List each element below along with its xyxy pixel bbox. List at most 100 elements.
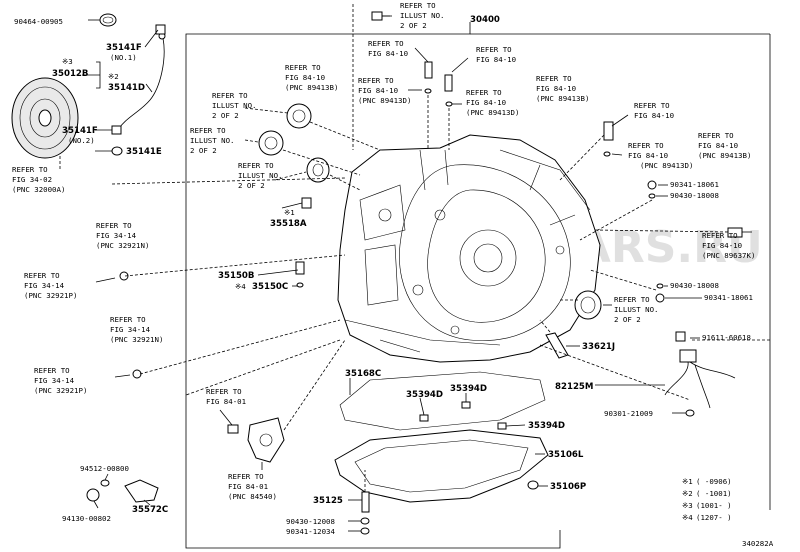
svg-text:(PNC 32921P): (PNC 32921P)	[34, 386, 87, 395]
svg-text:(PNC 32000A): (PNC 32000A)	[12, 185, 65, 194]
svg-text:REFER TO: REFER TO	[34, 366, 70, 375]
pn-35106P: 35106P	[550, 482, 586, 492]
part-number-labels: 90464-00905 35141F (NO.1) ※3 35012B ※2 3…	[14, 17, 753, 536]
svg-text:REFER TO: REFER TO	[628, 141, 664, 150]
oil-pan-35106L	[334, 429, 549, 503]
pn-90341-18061-a: 90341-18061	[670, 180, 719, 189]
hose-clamp-90464	[99, 13, 117, 27]
svg-text:REFER TO: REFER TO	[368, 39, 404, 48]
svg-text:2 OF 2: 2 OF 2	[238, 181, 265, 190]
svg-text:(PNC 89413D): (PNC 89413D)	[358, 96, 411, 105]
svg-text:REFER TO: REFER TO	[285, 63, 321, 72]
svg-text:REFER TO: REFER TO	[110, 315, 146, 324]
svg-text:FIG 84-10: FIG 84-10	[634, 111, 674, 120]
svg-text:ILLUST NO.: ILLUST NO.	[614, 305, 659, 314]
pn-90301-21009: 90301-21009	[604, 409, 653, 418]
drain-plug-35106P	[527, 480, 539, 490]
svg-text:(PNC 89413B): (PNC 89413B)	[285, 83, 338, 92]
ref-fig84-01-a: REFER TO FIG 84-01	[206, 387, 246, 406]
pin-35150B	[295, 261, 305, 288]
svg-text:REFER TO: REFER TO	[12, 165, 48, 174]
wire-harness-82125M	[664, 331, 736, 417]
ref-illust-c: REFER TO ILLUST NO. 2 OF 2	[238, 161, 283, 190]
note-1-range: ( -0906)	[696, 477, 732, 486]
svg-text:FIG 84-10: FIG 84-10	[628, 151, 668, 160]
pn-35106L: 35106L	[548, 450, 584, 460]
speed-sensor	[727, 227, 752, 238]
svg-text:REFER TO: REFER TO	[400, 1, 436, 10]
svg-text:FIG 84-10: FIG 84-10	[698, 141, 738, 150]
svg-text:REFER TO: REFER TO	[634, 101, 670, 110]
ref-fig34-14-d: REFER TO FIG 34-14 (PNC 32921P)	[34, 366, 87, 395]
svg-text:(PNC 89413B): (PNC 89413B)	[536, 94, 589, 103]
svg-text:(PNC 89413D): (PNC 89413D)	[640, 161, 693, 170]
svg-text:REFER TO: REFER TO	[206, 387, 242, 396]
note-1-mark: ※1	[682, 477, 693, 486]
ref-right-fig84-10-d: REFER TO FIG 84-10 (PNC 89413D)	[628, 141, 693, 170]
pn-94130-00802: 94130-00802	[62, 514, 111, 523]
svg-text:FIG 34-14: FIG 34-14	[96, 231, 137, 240]
pn-35394D-c: 35394D	[528, 421, 565, 431]
svg-text:REFER TO: REFER TO	[228, 472, 264, 481]
pn-82125M: 82125M	[555, 382, 593, 392]
ref-illust-d: REFER TO ILLUST NO. 2 OF 2	[614, 295, 659, 324]
note-4-mark: ※4	[682, 513, 693, 522]
magnets-35394D	[419, 401, 507, 430]
reference-labels: REFER TO ILLUST NO. 2 OF 2 REFER TO FIG …	[12, 1, 755, 501]
torque-converter	[11, 77, 79, 159]
control-shaft-35572C	[124, 479, 159, 503]
note-mark-3: ※3	[62, 57, 73, 66]
transaxle-housing	[337, 134, 601, 363]
union-fitting-upper	[95, 271, 129, 283]
ref-fig84-01-b: REFER TO FIG 84-01 (PNC 84540)	[228, 472, 277, 501]
gasket-35141E	[111, 146, 123, 156]
pn-90341-12034: 90341-12034	[286, 527, 335, 536]
svg-text:(PNC 32921P): (PNC 32921P)	[24, 291, 77, 300]
svg-text:FIG 84-10: FIG 84-10	[368, 49, 408, 58]
sensor-a	[424, 61, 433, 94]
svg-text:REFER TO: REFER TO	[238, 161, 274, 170]
note-3-mark: ※3	[682, 501, 693, 510]
ref-right-fig84-10-b: REFER TO FIG 84-10 (PNC 89413B)	[698, 131, 751, 160]
note-2-mark: ※2	[682, 489, 693, 498]
ref-fig84-10-f: REFER TO FIG 84-10 (PNC 89413D)	[466, 88, 519, 117]
pn-90430-12008: 90430-12008	[286, 517, 335, 526]
svg-text:FIG 84-10: FIG 84-10	[536, 84, 576, 93]
pn-35394D-a: 35394D	[406, 390, 443, 400]
svg-text:ILLUST NO.: ILLUST NO.	[190, 136, 235, 145]
pn-35012B: 35012B	[52, 69, 88, 79]
oil-seal-b	[258, 130, 284, 156]
ref-top-illust: REFER TO ILLUST NO. 2 OF 2	[400, 1, 445, 30]
sensor-b	[444, 74, 453, 107]
ref-right-fig84-10-k: REFER TO FIG 84-10 (PNC 89637K)	[702, 231, 755, 260]
ref-illust-b: REFER TO ILLUST NO. 2 OF 2	[190, 126, 235, 155]
svg-text:REFER TO: REFER TO	[614, 295, 650, 304]
svg-text:(PNC 32921N): (PNC 32921N)	[110, 335, 163, 344]
pn-35125: 35125	[313, 496, 343, 506]
svg-text:FIG 84-10: FIG 84-10	[466, 98, 506, 107]
note-3-range: (1001- )	[696, 501, 732, 510]
pn-35150C: 35150C	[252, 282, 288, 292]
svg-text:ILLUST NO.: ILLUST NO.	[212, 101, 257, 110]
svg-text:(PNC 32921N): (PNC 32921N)	[96, 241, 149, 250]
note-mark-2: ※2	[108, 72, 119, 81]
svg-text:(PNC 89637K): (PNC 89637K)	[702, 251, 755, 260]
svg-text:FIG 84-10: FIG 84-10	[702, 241, 742, 250]
svg-text:FIG 84-10: FIG 84-10	[476, 55, 516, 64]
svg-text:REFER TO: REFER TO	[698, 131, 734, 140]
nut-94130	[86, 488, 100, 502]
oil-seal-a	[286, 103, 312, 129]
pn-35141F-top-note: (NO.1)	[110, 53, 137, 62]
pn-35518A: 35518A	[270, 219, 307, 229]
pn-90464-00905: 90464-00905	[14, 17, 63, 26]
pn-35572C: 35572C	[132, 505, 168, 515]
pn-35141F-mid-note: (NO.2)	[68, 136, 95, 145]
pn-91611-60618: 91611-60618	[702, 333, 751, 342]
svg-text:REFER TO: REFER TO	[24, 271, 60, 280]
ref-fig84-10-d: REFER TO FIG 84-10 (PNC 89413B)	[536, 74, 589, 103]
svg-text:REFER TO: REFER TO	[212, 91, 248, 100]
note-2-range: ( -1001)	[696, 489, 732, 498]
ref-fig84-10-c: REFER TO FIG 84-10 (PNC 89413B)	[285, 63, 338, 92]
svg-text:REFER TO: REFER TO	[96, 221, 132, 230]
